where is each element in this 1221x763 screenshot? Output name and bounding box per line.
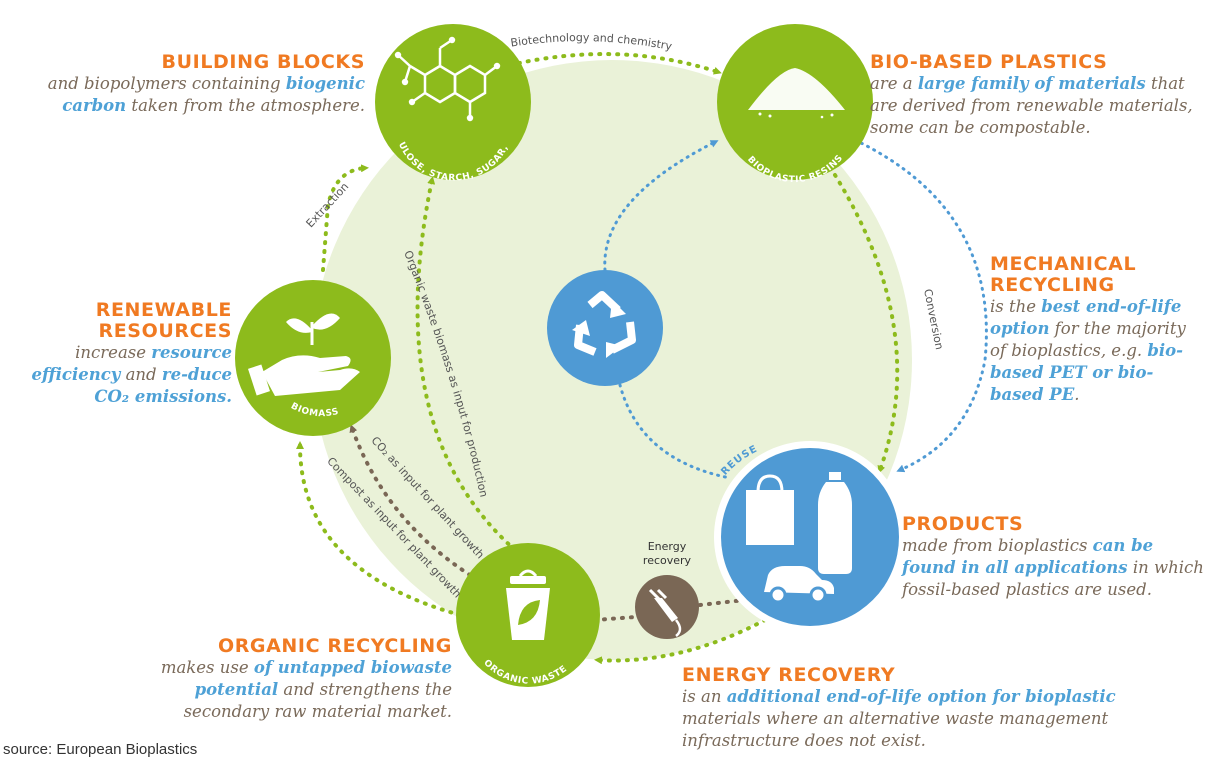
products-circle: REUSE — [714, 441, 906, 633]
products-title: PRODUCTS — [902, 513, 1024, 535]
desc-text: and biopolymers containing — [47, 74, 286, 93]
desc-text: makes use — [160, 658, 254, 677]
bio-based-plastics-title: BIO-BASED PLASTICS — [870, 51, 1108, 73]
renewable-resources-title: RENEWABLE RESOURCES — [95, 299, 232, 342]
highlight-text: biogenic carbon — [62, 74, 365, 115]
arrow-recycle-to-resins — [603, 140, 719, 272]
bottle-icon — [818, 472, 852, 574]
source-caption: source: European Bioplastics — [3, 741, 198, 758]
organic-recycling-title: ORGANIC RECYCLING — [217, 635, 452, 657]
renewable-resources-desc: increase resource efficiency and re-duce… — [10, 342, 232, 408]
desc-text: is the — [990, 297, 1042, 316]
green-flow-arrows — [296, 52, 900, 665]
desc-text: are a — [870, 74, 918, 93]
energy-recovery-desc: is an additional end-of-life option for … — [682, 686, 1152, 752]
bio-based-plastics-block: BIO-BASED PLASTICS are a large family of… — [870, 52, 1215, 139]
arrow-conversion — [833, 173, 900, 474]
organic-recycling-desc: makes use of untapped biowaste potential… — [120, 657, 452, 723]
bio-based-plastics-desc: are a large family of materials that are… — [870, 73, 1215, 139]
recycle-symbol — [547, 270, 663, 386]
arrow-organic-waste-input — [415, 176, 517, 552]
energy-recovery-icon: Energy recovery — [635, 540, 699, 639]
mechanical-recycling-desc: is the best end-of-life option for the m… — [990, 296, 1205, 406]
desc-text: that are derived from renewable material… — [870, 74, 1193, 137]
desc-text: for the majority of bioplastics, e.g. — [990, 319, 1186, 360]
label-conversion: Conversion — [921, 288, 946, 351]
plug-icon — [654, 598, 678, 622]
building-blocks-title: BUILDING BLOCKS — [161, 51, 365, 73]
arrow-mechanical-recycling — [853, 138, 988, 473]
mechanical-recycling-block: MECHANICAL RECYCLING is the best end-of-… — [990, 254, 1205, 406]
compost-bin-icon — [506, 569, 550, 640]
energy-recovery-icon-label-1: Energy — [648, 540, 687, 553]
highlight-text: best end-of-life option — [990, 297, 1182, 338]
renewable-resources-block: RENEWABLE RESOURCES increase resource ef… — [10, 300, 232, 408]
highlight-text: can be found in all applications — [902, 536, 1154, 577]
desc-text: taken from the atmosphere. — [126, 96, 365, 115]
desc-text: materials where an alternative waste man… — [682, 709, 1109, 750]
desc-text: . — [1074, 385, 1080, 404]
desc-text: and strengthens the secondary raw materi… — [183, 680, 452, 721]
desc-text: and — [120, 365, 162, 384]
energy-recovery-title: ENERGY RECOVERY — [682, 664, 896, 686]
resin-pile-icon — [748, 68, 845, 110]
mechanical-recycling-title: MECHANICAL RECYCLING — [990, 253, 1137, 296]
arrow-extraction — [321, 164, 369, 272]
desc-text: is an — [682, 687, 727, 706]
highlight-text: additional end-of-life option for biopla… — [726, 687, 1116, 706]
organic-waste-circle: ORGANIC WASTE — [456, 543, 600, 687]
bag-icon — [746, 474, 794, 545]
energy-recovery-block: ENERGY RECOVERY is an additional end-of-… — [682, 665, 1152, 752]
products-desc: made from bioplastics can be found in al… — [902, 535, 1207, 601]
car-icon — [764, 566, 834, 604]
building-blocks-desc: and biopolymers containing biogenic carb… — [10, 73, 365, 117]
organic-recycling-block: ORGANIC RECYCLING makes use of untapped … — [120, 636, 452, 723]
products-block: PRODUCTS made from bioplastics can be fo… — [902, 514, 1207, 601]
brown-flow-arrows — [349, 424, 747, 622]
biomass-circle: BIOMASS — [235, 280, 391, 436]
arrow-biotech — [508, 52, 722, 75]
highlight-text: large family of materials — [917, 74, 1146, 93]
label-biotech: Biotechnology and chemistry — [510, 31, 674, 53]
arrow-energy-out — [698, 598, 747, 607]
desc-text: in which fossil-based plastics are used. — [902, 558, 1204, 599]
arrow-energy-in — [593, 615, 637, 622]
arrow-products-to-organic — [594, 618, 767, 665]
energy-recovery-icon-label-2: recovery — [643, 554, 692, 567]
highlight-text: re-duce CO₂ emissions. — [94, 365, 232, 406]
highlight-text: of untapped biowaste potential — [194, 658, 452, 699]
desc-text: made from bioplastics — [902, 536, 1093, 555]
desc-text: increase — [75, 343, 152, 362]
building-blocks-block: BUILDING BLOCKS and biopolymers containi… — [10, 52, 365, 117]
highlight-text: resource efficiency — [31, 343, 232, 384]
highlight-text: bio-based PET or bio-based PE — [990, 341, 1184, 404]
arrow-reuse-to-recycle — [618, 383, 732, 480]
plant-in-hand-icon — [248, 313, 360, 396]
blue-flow-arrows — [603, 138, 988, 480]
